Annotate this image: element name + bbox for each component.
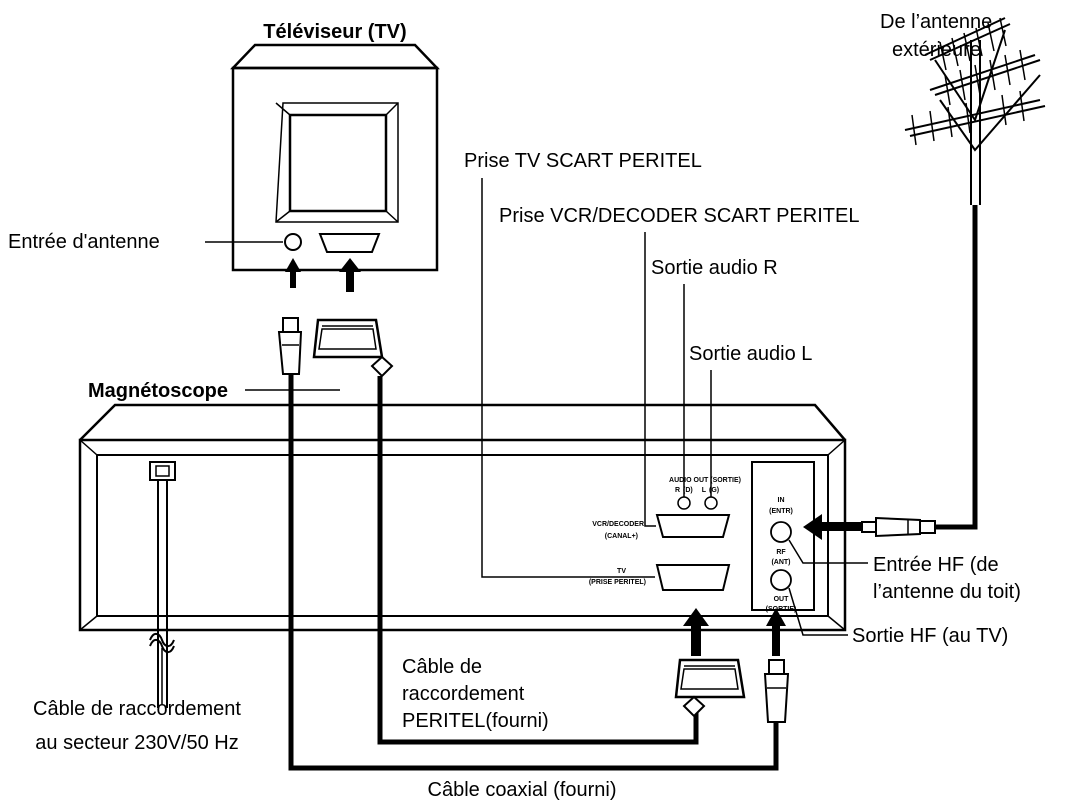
panel-prise-peritel: (PRISE PERITEL) [589,579,646,586]
scart-plug-icon [674,658,746,718]
coax-plug-icon [763,659,790,723]
panel-canal: (CANAL+) [605,533,638,540]
arrow-icon [683,608,709,656]
television [230,43,440,272]
panel-l: L [702,487,707,494]
rf-in-label: Entrée HF (de [873,554,999,576]
audio-out-r-label: Sortie audio R [651,257,778,279]
audio-out-r-jack [677,496,691,510]
vcr-decoder-scart-label: Prise VCR/DECODER SCART PERITEL [499,205,859,227]
tv-scart-socket [318,233,381,253]
scart-cable-label: raccordement [402,683,525,705]
panel-tv: TV [617,568,626,575]
tv-antenna-jack [284,233,302,251]
tv-title-label: Téléviseur (TV) [263,21,406,43]
power-cable-label: Câble de raccordement [33,698,241,720]
panel-g: (G) [709,487,719,494]
panel-sortie: (SORTIE) [766,606,797,613]
panel-audio-out: AUDIO OUT (SORTIE) [669,477,741,484]
coax-plug-icon [861,516,936,538]
tv-scart-label: Prise TV SCART PERITEL [464,150,702,172]
tv-screen [288,113,388,213]
antenna-icon [904,17,1046,205]
arrow-icon [766,608,786,656]
antenna-source-label: extérieure [892,39,981,61]
arrow-icon [803,514,862,540]
rf-in-jack [770,521,792,543]
vcr-label: Magnétoscope [88,380,228,402]
antenna-input-label: Entrée d'antenne [8,231,160,253]
audio-out-l-jack [704,496,718,510]
scart-cable-label: Câble de [402,656,482,678]
audio-out-l-label: Sortie audio L [689,343,812,365]
vcr [78,403,847,632]
arrow-icon [285,258,301,288]
rf-in-label: l’antenne du toit) [873,581,1021,603]
coax-plug-icon [277,317,303,375]
antenna-source-label: De l’antenne [880,11,992,33]
rf-out-jack [770,569,792,591]
panel-d: (D) [683,487,693,494]
vcr-tv-scart-socket [655,564,731,591]
scart-cable-line [377,376,699,745]
panel-in: IN [778,497,785,504]
panel-rf: RF [776,549,786,556]
scart-plug-icon [312,318,394,378]
vcr-decoder-scart-socket [655,514,731,538]
coax-cable-label: Câble coaxial (fourni) [428,779,617,801]
panel-vcr-decoder: VCR/DECODER [592,521,644,528]
arrow-icon [339,258,361,292]
coax-cable-line [288,374,779,771]
antenna-cable-line [935,205,978,530]
panel-out: OUT [774,596,790,603]
power-cable-label: au secteur 230V/50 Hz [35,732,238,754]
panel-entr: (ENTR) [769,508,793,515]
panel-ant: (ANT) [771,559,790,566]
scart-cable-label: PERITEL(fourni) [402,710,549,732]
panel-r: R [675,487,680,494]
rf-out-label: Sortie HF (au TV) [852,625,1008,647]
